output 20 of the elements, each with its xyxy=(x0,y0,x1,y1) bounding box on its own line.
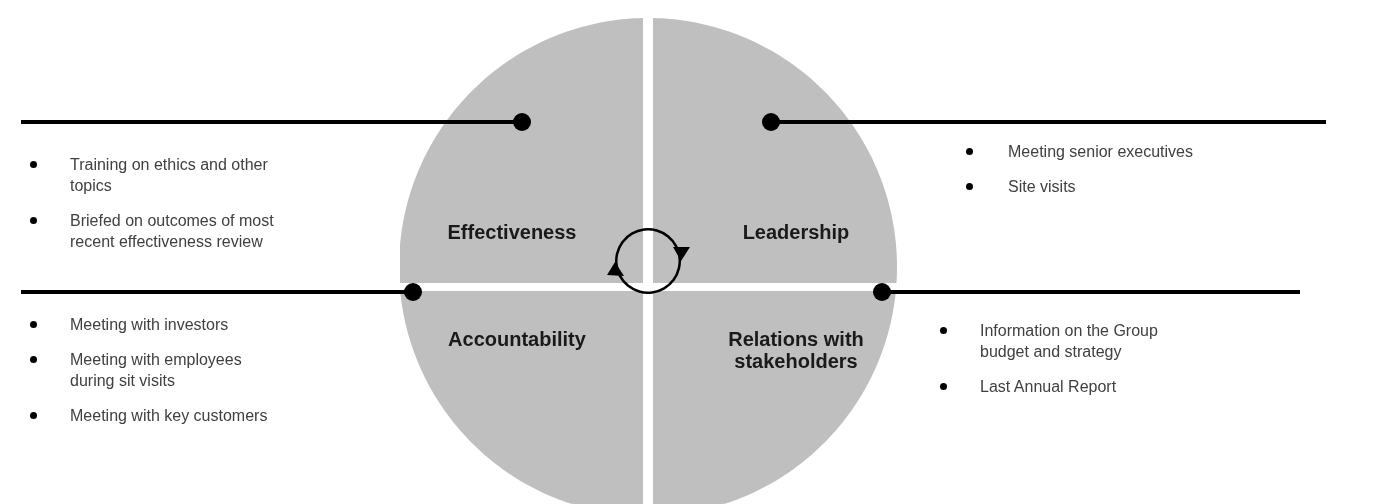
quadrant-title: Leadership xyxy=(741,221,851,243)
bullet-text: Meeting with key customers xyxy=(70,407,268,424)
quadrant-title: Relations with stakeholders xyxy=(727,328,865,372)
bullet-text: Briefed on outcomes of most recent effectiveness review xyxy=(70,212,274,250)
bullet-text: Last Annual Report xyxy=(980,378,1117,395)
bullet-text: Meeting with employees during sit visits xyxy=(70,351,242,389)
bullet-text: Information on the Group budget and strategy xyxy=(980,322,1158,360)
bullet-text: Meeting senior executives xyxy=(1008,143,1193,160)
leader-line xyxy=(762,113,1326,131)
bullet-text: Site visits xyxy=(1008,178,1076,195)
leader-line xyxy=(21,283,422,301)
circle-quadrant xyxy=(653,18,898,283)
quadrant-title: Effectiveness xyxy=(446,221,578,243)
circle-quadrant xyxy=(400,291,643,504)
bullet-text: Meeting with investors xyxy=(70,316,229,333)
circle-quadrant xyxy=(400,18,643,283)
bullet-text: Training on ethics and other topics xyxy=(70,156,268,194)
quadrant-title: Accountability xyxy=(447,328,587,350)
leader-line xyxy=(21,113,531,131)
circle-quadrant xyxy=(653,291,898,504)
